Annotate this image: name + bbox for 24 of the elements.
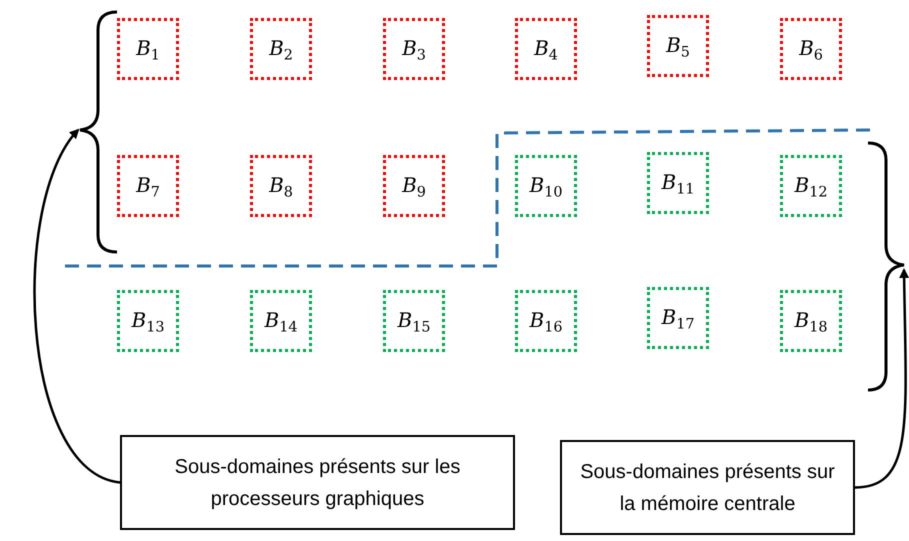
arrow — [854, 268, 909, 489]
subdomain-box: B$_{5}$ — [647, 15, 709, 77]
subdomain-box: B$_{2}$ — [250, 18, 312, 80]
subdomain-box: B$_{7}$ — [117, 155, 179, 217]
label-box: Sous-domaines présents sur les processeurs graphiques — [120, 435, 515, 530]
subdomain-box: B$_{4}$ — [515, 18, 577, 80]
subdomain-box: B$_{16}$ — [515, 290, 577, 352]
subdomain-box: B$_{8}$ — [250, 155, 312, 217]
subdomain-box: B$_{1}$ — [117, 18, 179, 80]
subdomain-box: B$_{13}$ — [117, 290, 179, 352]
subdomain-box: B$_{6}$ — [780, 18, 842, 80]
subdomain-box: B$_{10}$ — [515, 155, 577, 217]
subdomain-box: B$_{12}$ — [780, 155, 842, 217]
curly-brace — [78, 10, 118, 254]
label-box: Sous-domaines présents sur la mémoire centrale — [560, 440, 855, 535]
subdomain-box: B$_{9}$ — [383, 155, 445, 217]
subdomain-box: B$_{17}$ — [647, 287, 709, 349]
subdomain-box: B$_{3}$ — [383, 18, 445, 80]
curly-brace — [868, 142, 906, 392]
subdomain-box: B$_{14}$ — [250, 290, 312, 352]
arrow — [33, 128, 120, 484]
subdomain-box: B$_{11}$ — [647, 152, 709, 214]
subdomain-box: B$_{15}$ — [383, 290, 445, 352]
subdomain-box: B$_{18}$ — [780, 290, 842, 352]
